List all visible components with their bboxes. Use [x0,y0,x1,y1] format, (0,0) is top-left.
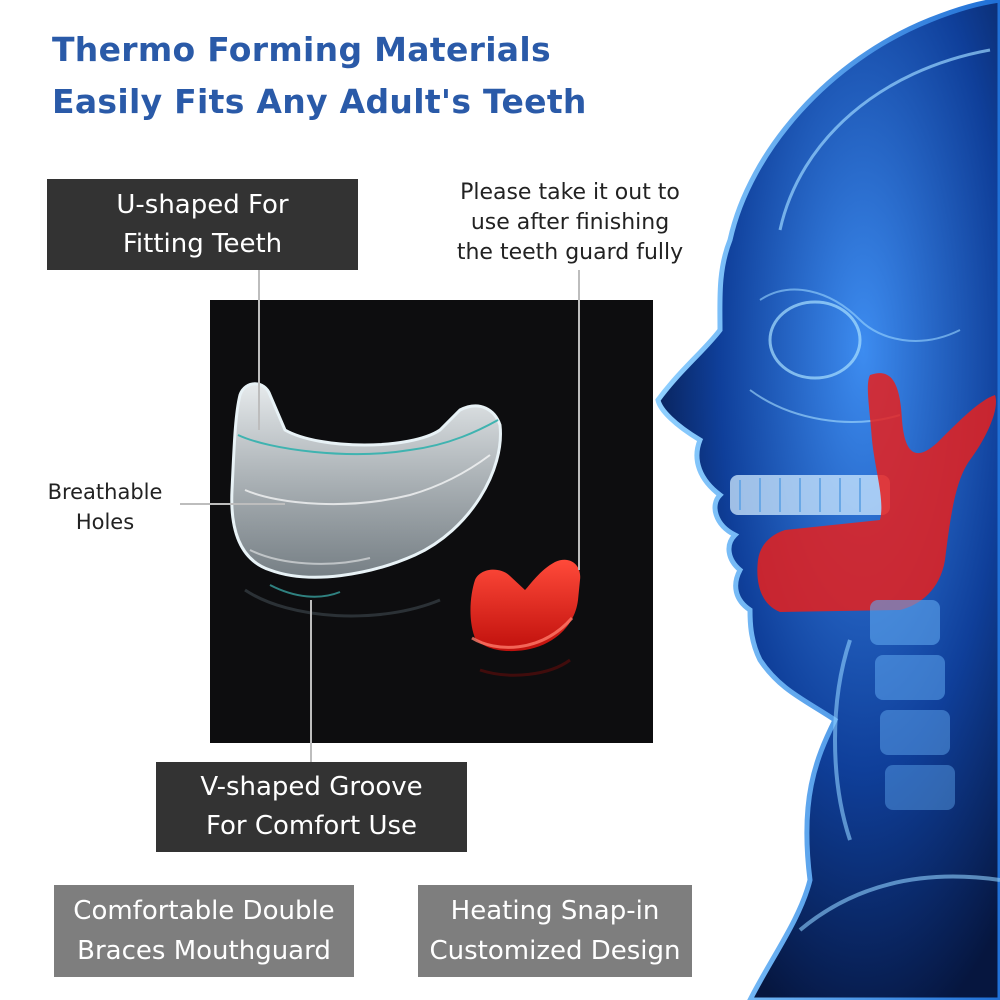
callout-breathable-line-1: Breathable [47,480,163,504]
feature-double-braces-line-1: Comfortable Double [73,896,335,926]
callout-u-shaped: U-shaped For Fitting Teeth [47,179,358,270]
callout-v-shaped-line-1: V-shaped Groove [200,772,423,802]
feature-snap-in-line-2: Customized Design [429,936,681,966]
breathable-pointer-line [180,503,285,505]
callout-v-shaped-line-2: For Comfort Use [205,811,418,841]
callout-v-shaped: V-shaped Groove For Comfort Use [156,762,467,852]
feature-snap-in: Heating Snap-in Customized Design [418,885,692,977]
v-shaped-pointer-line [310,600,312,762]
mouthguard-illustration [230,382,581,677]
callout-u-shaped-line-2: Fitting Teeth [122,228,283,259]
feature-double-braces: Comfortable Double Braces Mouthguard [54,885,354,977]
callout-note-line-1: Please take it out to [460,180,680,205]
callout-breathable: Breathable Holes [30,477,180,537]
callout-breathable-line-2: Holes [75,510,135,534]
u-shaped-pointer-line [258,270,260,430]
title-line-1: Thermo Forming Materials [52,30,551,69]
xray-head-illustration [655,0,1000,1000]
callout-u-shaped-line-1: U-shaped For [116,189,289,220]
title-line-2: Easily Fits Any Adult's Teeth [52,82,587,121]
callout-note: Please take it out to use after finishin… [440,178,700,268]
callout-note-line-3: the teeth guard fully [456,240,684,265]
callout-note-line-2: use after finishing [470,210,670,235]
product-photo [210,300,653,743]
note-pointer-line [578,270,580,570]
feature-snap-in-line-1: Heating Snap-in [450,896,660,926]
feature-double-braces-line-2: Braces Mouthguard [77,936,331,966]
